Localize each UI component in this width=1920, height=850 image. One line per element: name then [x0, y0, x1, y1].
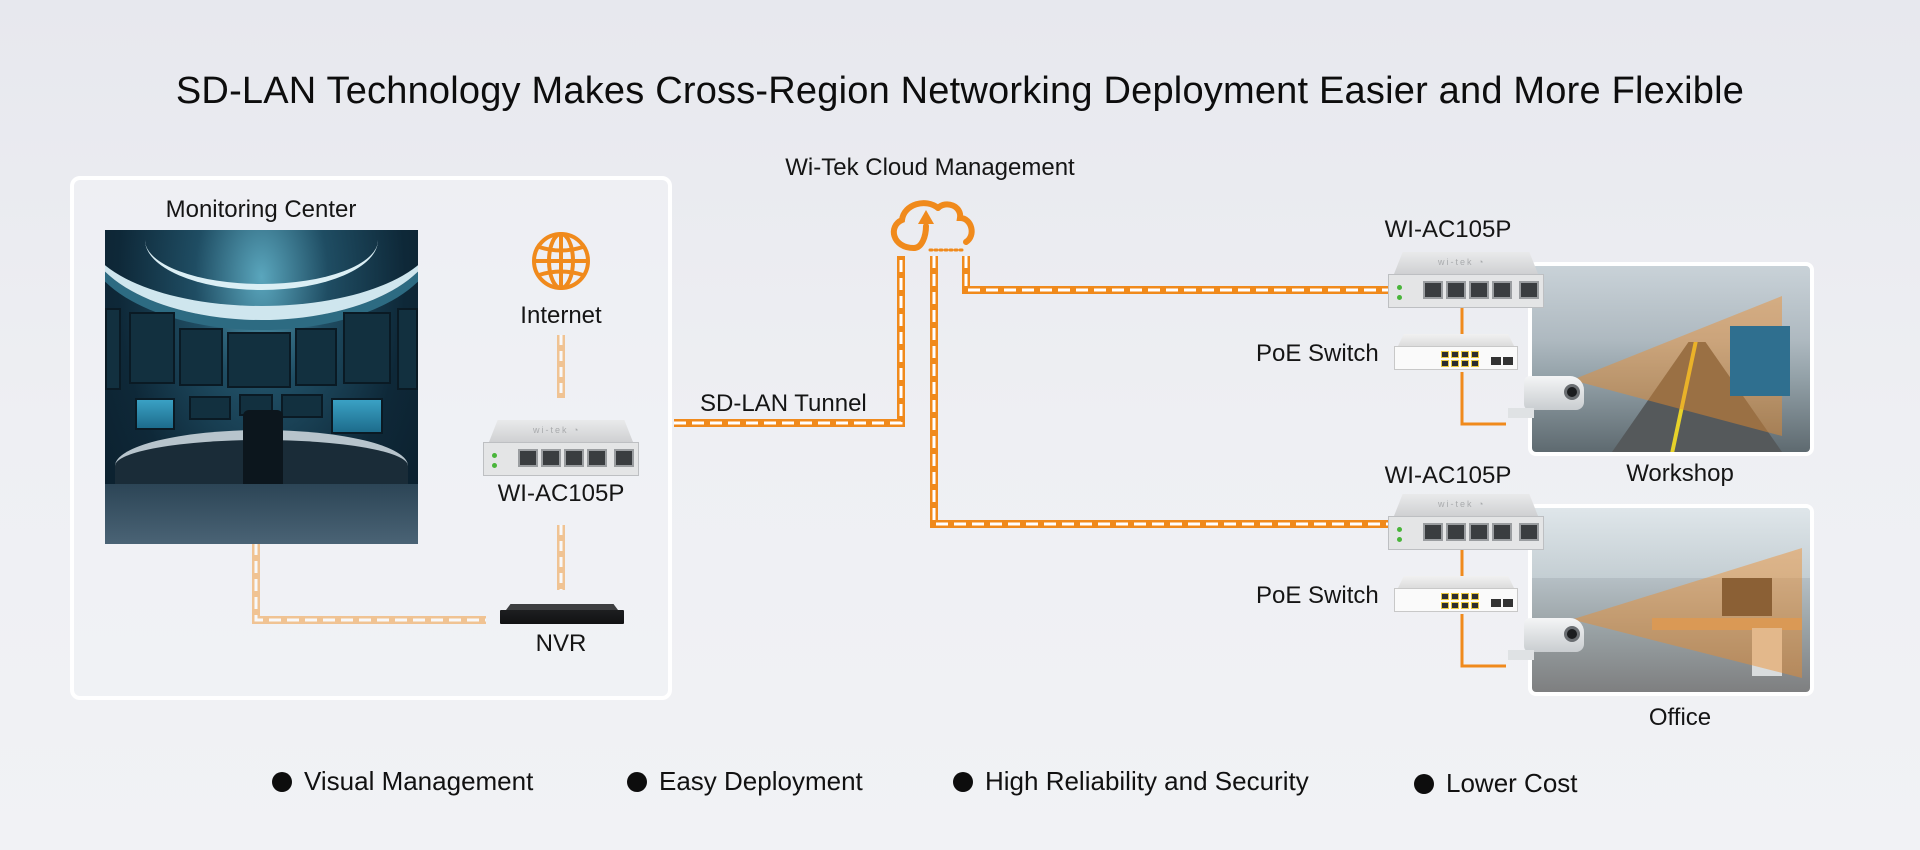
camera-office [1524, 618, 1584, 652]
nvr-label: NVR [535, 630, 587, 657]
bullet-icon [953, 771, 973, 792]
router-device-office: wi-tek ◔ [1388, 494, 1544, 552]
feature-label: High Reliability and Security [985, 766, 1309, 796]
office-router-label: WI-AC105P [1384, 462, 1512, 489]
workshop-router-label: WI-AC105P [1384, 216, 1512, 243]
poe-switch-office [1394, 576, 1518, 614]
page-title: SD-LAN Technology Makes Cross-Region Net… [175, 70, 1745, 112]
link-office-switch-camera [1460, 614, 1506, 668]
office-label: Office [1648, 704, 1712, 731]
globe-icon [530, 230, 592, 292]
workshop-label: Workshop [1626, 460, 1734, 487]
camera-mount-office [1508, 650, 1534, 660]
office-image [1528, 504, 1814, 696]
internet-label: Internet [520, 302, 602, 329]
monitoring-center-image [105, 230, 418, 544]
nvr-device [500, 604, 624, 626]
router-device-workshop: wi-tek ◔ [1388, 252, 1544, 310]
feature-label: Easy Deployment [659, 766, 863, 796]
camera-workshop [1524, 376, 1584, 410]
feature-item: Visual Management [272, 766, 533, 797]
bullet-icon [272, 771, 292, 792]
feature-item: Easy Deployment [627, 766, 863, 797]
bullet-icon [1414, 773, 1434, 794]
feature-label: Lower Cost [1446, 768, 1578, 798]
cloud-management-label: Wi-Tek Cloud Management [785, 154, 1075, 181]
feature-label: Visual Management [304, 766, 534, 796]
link-cloud-office [930, 256, 1388, 528]
feature-item: High Reliability and Security [953, 766, 1309, 797]
poe-switch-workshop [1394, 334, 1518, 372]
workshop-image [1528, 262, 1814, 456]
router-device-main: wi-tek ◔ [483, 420, 639, 478]
workshop-switch-label: PoE Switch [1256, 340, 1379, 367]
link-cloud-workshop [962, 256, 1388, 294]
sdlan-tunnel-label: SD-LAN Tunnel [700, 390, 867, 417]
camera-mount-workshop [1508, 408, 1534, 418]
router-label-main: WI-AC105P [497, 480, 625, 507]
monitoring-center-label: Monitoring Center [165, 196, 357, 223]
link-workshop-switch-camera [1460, 372, 1506, 426]
feature-item: Lower Cost [1414, 768, 1578, 799]
office-switch-label: PoE Switch [1256, 582, 1379, 609]
cloud-sync-icon [884, 196, 976, 254]
bullet-icon [627, 771, 647, 792]
